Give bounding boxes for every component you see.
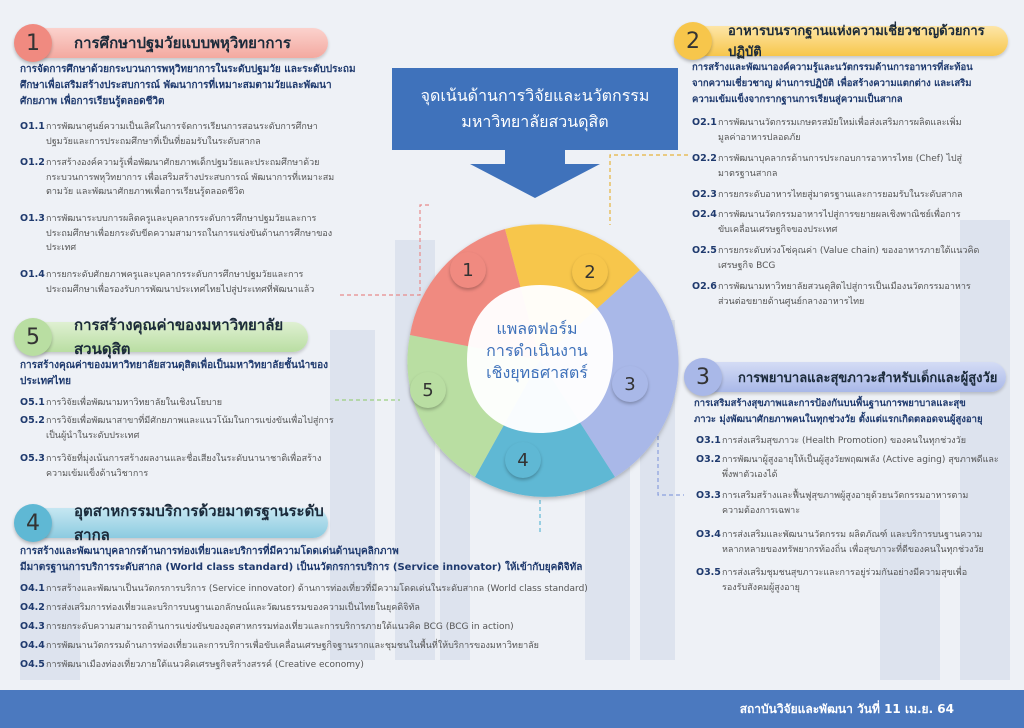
petal-3-badge[interactable]: 3 bbox=[612, 366, 648, 402]
hub-line3: เชิงยุทธศาสตร์ bbox=[486, 363, 588, 382]
section-3-intro: การเสริมสร้างสุขภาพและการป้องกันบนพื้นฐา… bbox=[694, 398, 983, 425]
section-1-badge: 1 bbox=[14, 24, 52, 62]
section-3-header[interactable]: การพยาบาลและสุขภาวะสำหรับเด็กและผู้สูงวั… bbox=[698, 362, 1006, 392]
center-title-line1: จุดเน้นด้านการวิจัยและนวัตกรรม bbox=[420, 86, 650, 105]
section-4-intro: การสร้างและพัฒนาบุคลากรด้านการท่องเที่ยว… bbox=[20, 546, 583, 573]
section-4-header[interactable]: อุตสาหกรรมบริการด้วยมาตรฐานระดับสากล bbox=[28, 502, 328, 544]
hub-label: แพลตฟอร์ม การดำเนินงาน เชิงยุทธศาสตร์ bbox=[462, 318, 612, 384]
section-2-header[interactable]: อาหารบนรากฐานแห่งความเชี่ยวชาญด้วยการปฏิ… bbox=[688, 24, 1008, 60]
petal-4-badge[interactable]: 4 bbox=[505, 442, 541, 478]
center-title-line2: มหาวิทยาลัยสวนดุสิต bbox=[461, 112, 609, 131]
section-5-intro: การสร้างคุณค่าของมหาวิทยาลัยสวนดุสิตเพื่… bbox=[20, 360, 329, 387]
hub-line2: การดำเนินงาน bbox=[486, 341, 588, 360]
section-1-title: การศึกษาปฐมวัยแบบพหุวิทยาการ bbox=[74, 34, 291, 52]
footer-text: สถาบันวิจัยและพัฒนา วันที่ 11 เม.ย. 64 bbox=[739, 702, 954, 716]
section-3-title: การพยาบาลและสุขภาวะสำหรับเด็กและผู้สูงวั… bbox=[738, 370, 998, 386]
down-arrow-icon bbox=[470, 150, 600, 198]
petal-1-badge[interactable]: 1 bbox=[450, 252, 486, 288]
section-5-header[interactable]: การสร้างคุณค่าของมหาวิทยาลัยสวนดุสิต bbox=[28, 316, 308, 358]
section-1-header[interactable]: การศึกษาปฐมวัยแบบพหุวิทยาการ bbox=[28, 28, 328, 58]
section-1-intro: การจัดการศึกษาด้วยกระบวนการพหุวิทยาการใน… bbox=[20, 64, 356, 107]
section-2-title: อาหารบนรากฐานแห่งความเชี่ยวชาญด้วยการปฏิ… bbox=[728, 24, 985, 60]
section-4-title: อุตสาหกรรมบริการด้วยมาตรฐานระดับสากล bbox=[74, 502, 324, 544]
section-3-badge: 3 bbox=[684, 358, 722, 396]
petal-5-badge[interactable]: 5 bbox=[410, 372, 446, 408]
section-4-badge: 4 bbox=[14, 504, 52, 542]
footer-bar: สถาบันวิจัยและพัฒนา วันที่ 11 เม.ย. 64 bbox=[0, 690, 1024, 728]
section-2-badge: 2 bbox=[674, 22, 712, 60]
hub-line1: แพลตฟอร์ม bbox=[496, 319, 578, 338]
section-2-intro: การสร้างและพัฒนาองค์ความรู้และนวัตกรรมด้… bbox=[692, 62, 973, 105]
section-5-title: การสร้างคุณค่าของมหาวิทยาลัยสวนดุสิต bbox=[74, 316, 284, 358]
hub-circle bbox=[467, 285, 614, 433]
center-title-box: จุดเน้นด้านการวิจัยและนวัตกรรม มหาวิทยาล… bbox=[392, 68, 678, 150]
section-5-badge: 5 bbox=[14, 318, 52, 356]
petal-2-badge[interactable]: 2 bbox=[572, 254, 608, 290]
